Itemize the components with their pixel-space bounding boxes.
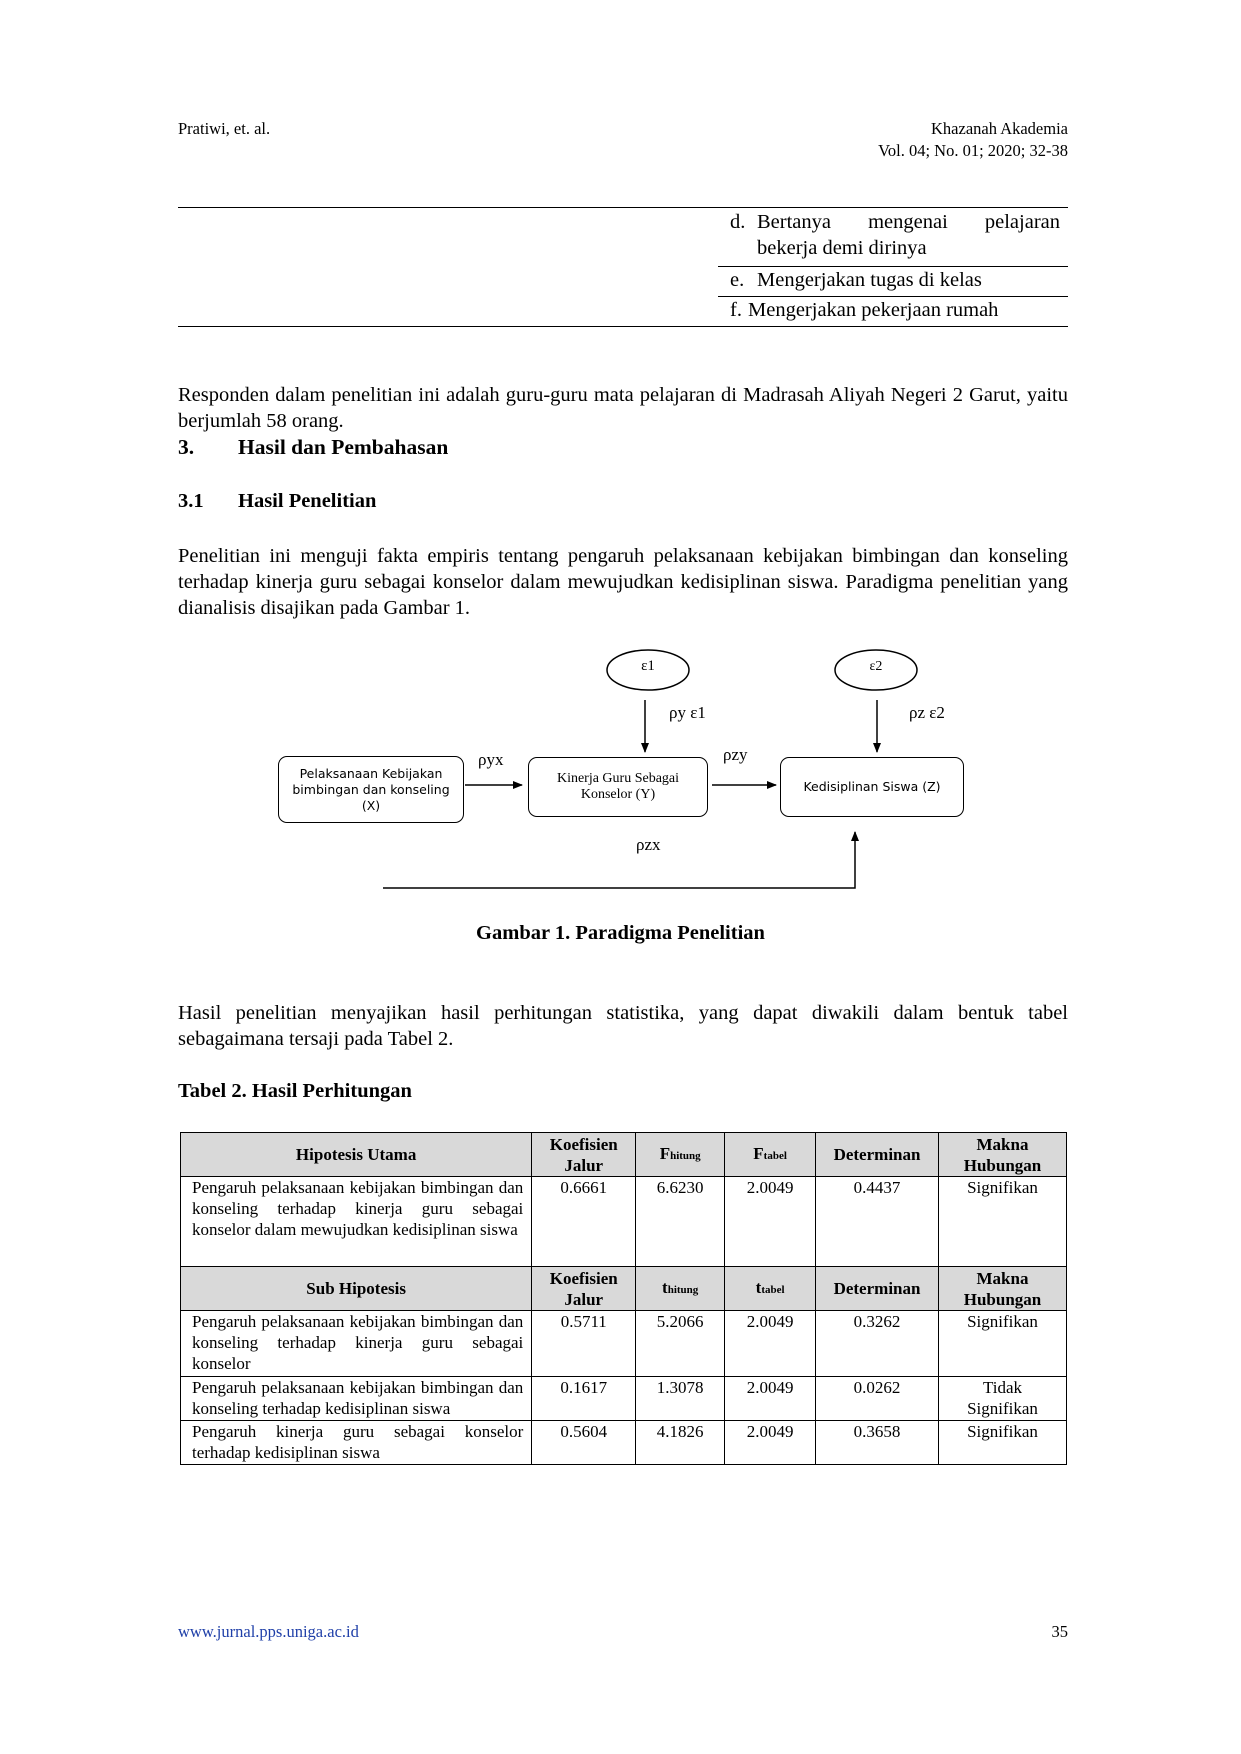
table-title: Tabel 2. Hasil Perhitungan — [178, 1080, 412, 1102]
error-label-e2: ε2 — [869, 659, 883, 674]
cell-hitung: 1.3078 — [635, 1376, 726, 1421]
table-row: Pengaruh pelaksanaan kebijakan bimbingan… — [179, 1310, 1068, 1377]
cell-det: 0.3658 — [815, 1420, 939, 1465]
header-hipotesis: Hipotesis Utama — [179, 1132, 533, 1177]
figure-caption: Gambar 1. Paradigma Penelitian — [476, 922, 765, 944]
cell-desc: Pengaruh pelaksanaan kebijakan bimbingan… — [179, 1376, 533, 1421]
list-item-text: Mengerjakan pekerjaan rumah — [748, 299, 999, 321]
cell-desc: Pengaruh pelaksanaan kebijakan bimbingan… — [179, 1310, 533, 1377]
footer-url[interactable]: www.jurnal.pps.uniga.ac.id — [178, 1622, 359, 1641]
cell-hitung: 6.6230 — [635, 1176, 726, 1267]
list-marker: e. — [730, 269, 745, 291]
header-f-tabel: Ftabel — [724, 1132, 817, 1177]
cell-makna: Signifikan — [937, 1310, 1068, 1377]
cell-makna: Signifikan — [937, 1420, 1068, 1465]
running-header-author: Pratiwi, et. al. — [178, 119, 271, 138]
subsection-title: Hasil Penelitian — [238, 490, 377, 512]
table-rule — [178, 207, 1068, 208]
arrow-x-to-z — [383, 831, 859, 889]
header-sub-hipotesis: Sub Hipotesis — [179, 1266, 533, 1311]
table-row: Pengaruh pelaksanaan kebijakan bimbingan… — [179, 1176, 1068, 1267]
path-label-yx: ρyx — [478, 750, 504, 769]
cell-tabel: 2.0049 — [724, 1376, 817, 1421]
node-x: Pelaksanaan Kebijakan bimbingan dan kons… — [278, 756, 464, 823]
running-header-volume: Vol. 04; No. 01; 2020; 32-38 — [878, 141, 1068, 160]
cell-desc: Pengaruh pelaksanaan kebijakan bimbingan… — [179, 1176, 533, 1267]
cell-det: 0.0262 — [815, 1376, 939, 1421]
path-label-ye1: ρy ε1 — [669, 703, 706, 722]
running-header-journal: Khazanah Akademia — [931, 119, 1068, 138]
cell-makna: Signifikan — [937, 1176, 1068, 1267]
cell-tabel: 2.0049 — [724, 1420, 817, 1465]
cell-hitung: 5.2066 — [635, 1310, 726, 1377]
cell-koef: 0.6661 — [531, 1176, 637, 1267]
table-rule — [718, 296, 1068, 297]
page-number: 35 — [1051, 1622, 1069, 1641]
header-t-hitung: thitung — [635, 1266, 726, 1311]
cell-koef: 0.5711 — [531, 1310, 637, 1377]
cell-det: 0.4437 — [815, 1176, 939, 1267]
error-ellipse-e1 — [606, 649, 690, 691]
table-rule — [718, 266, 1068, 267]
header-f-hitung: Fhitung — [635, 1132, 726, 1177]
cell-tabel: 2.0049 — [724, 1310, 817, 1377]
error-label-e1: ε1 — [641, 658, 655, 674]
table-rule — [178, 326, 1068, 327]
list-marker: d. — [730, 211, 746, 233]
table-row: Pengaruh kinerja guru sebagai konselor t… — [179, 1420, 1068, 1465]
paragraph-tabel: Hasil penelitian menyajikan hasil perhit… — [178, 1002, 1068, 1050]
cell-koef: 0.1617 — [531, 1376, 637, 1421]
list-marker: f. — [730, 299, 742, 321]
node-z: Kedisiplinan Siswa (Z) — [780, 757, 964, 817]
cell-det: 0.3262 — [815, 1310, 939, 1377]
section-number: 3. — [178, 435, 195, 459]
error-ellipse-e2 — [834, 649, 918, 691]
header-determinan: Determinan — [815, 1132, 939, 1177]
path-label-ze2: ρz ε2 — [909, 703, 945, 722]
cell-desc: Pengaruh kinerja guru sebagai konselor t… — [179, 1420, 533, 1465]
subsection-number: 3.1 — [178, 490, 204, 512]
table-row: Pengaruh pelaksanaan kebijakan bimbingan… — [179, 1376, 1068, 1421]
header-t-tabel: ttabel — [724, 1266, 817, 1311]
cell-hitung: 4.1826 — [635, 1420, 726, 1465]
cell-makna: Tidak Signifikan — [937, 1376, 1068, 1421]
cell-tabel: 2.0049 — [724, 1176, 817, 1267]
list-item-text: bekerja demi dirinya — [757, 237, 927, 259]
path-label-zy: ρzy — [723, 745, 748, 764]
paragraph-respondents: Responden dalam penelitian ini adalah gu… — [178, 384, 1068, 432]
list-item-text: Mengerjakan tugas di kelas — [757, 269, 982, 291]
node-y: Kinerja Guru Sebagai Konselor (Y) — [528, 757, 708, 817]
header-determinan: Determinan — [815, 1266, 939, 1311]
paragraph-hasil: Penelitian ini menguji fakta empiris ten… — [178, 545, 1068, 619]
list-item-text: Bertanya mengenai pelajaran — [757, 211, 1060, 233]
section-title: Hasil dan Pembahasan — [238, 435, 449, 459]
figure-connectors — [383, 649, 918, 889]
cell-koef: 0.5604 — [531, 1420, 637, 1465]
path-label-zx: ρzx — [636, 835, 661, 854]
